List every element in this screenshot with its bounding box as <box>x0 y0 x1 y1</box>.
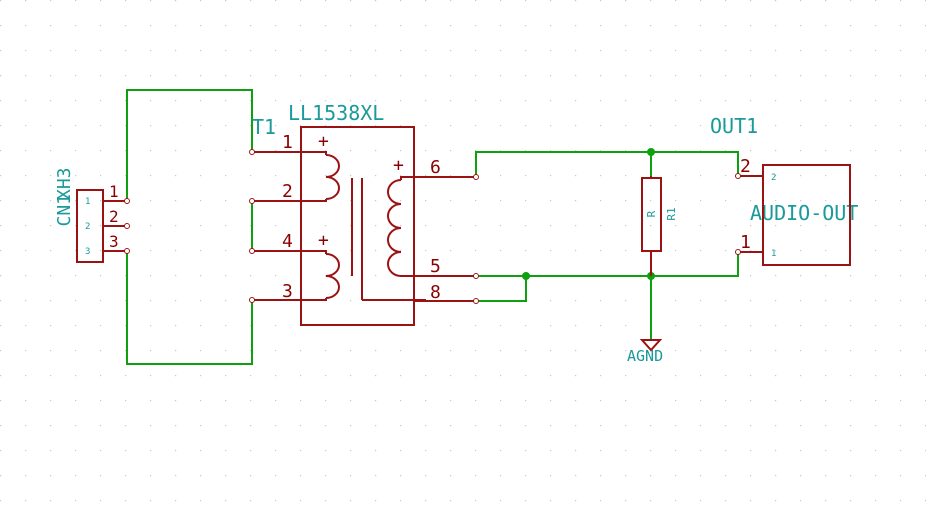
connector-pin-label: 1 <box>85 197 90 207</box>
transformer-pin-end <box>249 198 255 204</box>
junction-dot <box>647 148 655 156</box>
polarity-mark: + <box>393 155 404 176</box>
primary-winding-1 <box>301 154 340 202</box>
ground-icon <box>639 339 663 352</box>
transformer-body <box>300 126 415 326</box>
output-reference: OUT1 <box>710 114 758 138</box>
connector-pin-end <box>124 223 130 229</box>
secondary-winding <box>387 179 426 277</box>
connector-cn1[interactable]: 1 2 3 1 2 3 CN1 XH3 <box>54 167 130 263</box>
output-pin-end <box>735 173 741 179</box>
connector-pin-number: 1 <box>109 182 119 201</box>
transformer-pin-end <box>473 174 479 180</box>
transformer-pin-number: 3 <box>282 281 293 302</box>
resistor-value: R <box>645 210 658 217</box>
transformer-reference: T1 <box>252 115 276 139</box>
connector-pin-label: 2 <box>85 222 90 232</box>
transformer-pin-number: 5 <box>430 256 441 277</box>
ground-label: AGND <box>627 347 663 365</box>
connector-pin-end <box>124 198 130 204</box>
junction-dot <box>522 272 530 280</box>
output-value: AUDIO-OUT <box>750 201 858 225</box>
connector-reference: CN1 <box>54 194 75 227</box>
transformer-pin-end <box>249 149 255 155</box>
connector-pin-end <box>124 248 130 254</box>
transformer-pin-end <box>249 297 255 303</box>
transformer-pin-end <box>473 273 479 279</box>
transformer-pin-number: 4 <box>282 231 293 252</box>
resistor-reference: R1 <box>665 207 678 220</box>
transformer-pin-number: 6 <box>430 157 441 178</box>
transformer-t1[interactable]: T1 LL1538XL 1 2 4 3 + + + <box>249 101 479 326</box>
polarity-mark: + <box>318 131 329 152</box>
connector-pin-number: 2 <box>109 207 119 226</box>
transformer-pin-end <box>473 298 479 304</box>
output-pin-number: 2 <box>740 156 751 177</box>
output-pin-number: 1 <box>740 232 751 253</box>
wire-t1-pin5-to-out1-pin1[interactable] <box>476 252 739 277</box>
output-pin-end <box>735 249 741 255</box>
connector-pin-number: 3 <box>109 232 119 251</box>
wire-t1-pin8-to-pin5[interactable] <box>476 276 527 302</box>
transformer-pin-number: 2 <box>282 181 293 202</box>
connector-pin-label: 3 <box>85 247 90 257</box>
primary-winding-2 <box>301 253 340 301</box>
wire-t1-pin6-to-out1-pin2[interactable] <box>475 151 739 177</box>
output-out1[interactable]: OUT1 AUDIO-OUT 2 1 2 1 <box>710 114 858 266</box>
resistor-r1[interactable]: R R1 <box>641 176 678 276</box>
transformer-pin-number: 8 <box>430 282 441 303</box>
transformer-pin-number: 1 <box>282 132 293 153</box>
transformer-pin-end <box>249 248 255 254</box>
polarity-mark: + <box>318 230 329 251</box>
output-body <box>762 164 851 266</box>
output-pin-label: 2 <box>771 173 776 183</box>
output-pin-label: 1 <box>771 249 776 259</box>
connector-value: XH3 <box>54 167 75 200</box>
ground-agnd[interactable]: AGND <box>627 339 663 365</box>
transformer-value: LL1538XL <box>288 101 384 125</box>
wires <box>126 89 739 365</box>
